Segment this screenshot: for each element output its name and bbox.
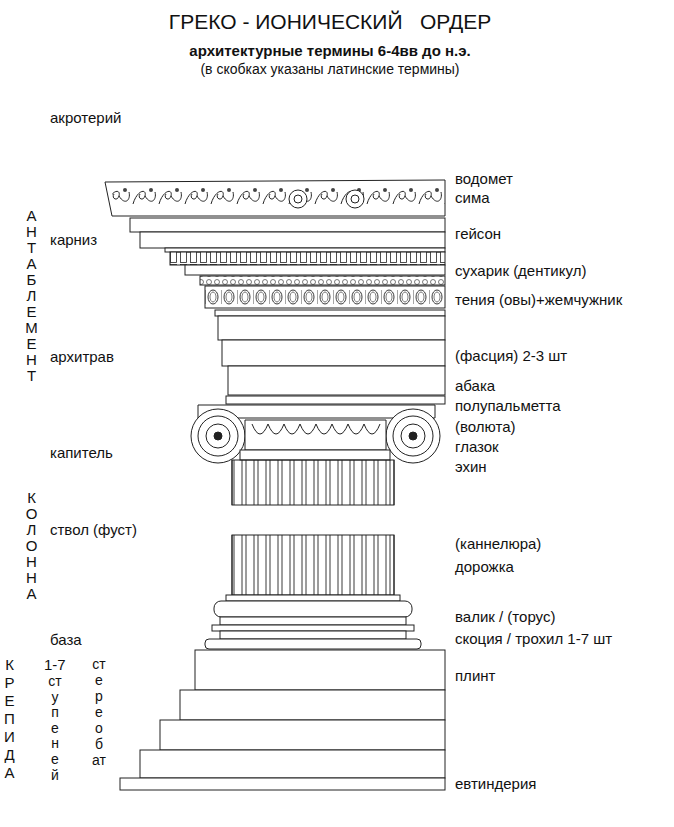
part-name: сима bbox=[455, 189, 490, 207]
part-name: дорожка bbox=[455, 558, 514, 576]
part-name: акротерий bbox=[50, 109, 121, 127]
group-name: КОЛОННА bbox=[24, 490, 39, 602]
count-note: 1-7 bbox=[44, 656, 66, 674]
part-name: гейсон bbox=[455, 225, 501, 243]
subtitle-note: (в скобках указаны латинские термины) bbox=[200, 61, 459, 78]
diagram-title: ГРЕКО - ИОНИЧЕСКИЙ ОРДЕР bbox=[169, 10, 491, 34]
part-name: архитрав bbox=[50, 348, 114, 366]
part-name: (каннелюра) bbox=[455, 535, 541, 553]
part-name: глазок bbox=[455, 438, 499, 456]
part-name: валик / (торус) bbox=[455, 608, 555, 626]
part-name: стереобат bbox=[92, 656, 106, 768]
part-name: скоция / трохил 1-7 шт bbox=[455, 630, 612, 648]
part-name: карниз bbox=[50, 231, 97, 249]
part-name: евтиндерия bbox=[455, 775, 536, 793]
part-name: эхин bbox=[455, 458, 487, 476]
group-name: АНТАБЛЕМЕНТ bbox=[24, 208, 39, 384]
part-name: (фасция) 2-3 шт bbox=[455, 347, 567, 365]
part-name: тения (овы)+жемчужник bbox=[455, 291, 622, 309]
subtitle: архитектурные термины 6-4вв до н.э. bbox=[189, 42, 470, 60]
part-name: (волюта) bbox=[455, 418, 516, 436]
part-name: водомет bbox=[455, 170, 513, 188]
part-name: ствол (фуст) bbox=[50, 521, 137, 539]
part-name: полупальметта bbox=[455, 397, 561, 415]
part-name: абака bbox=[455, 377, 495, 395]
part-name: ступеней bbox=[48, 674, 62, 783]
part-name: сухарик (дентикул) bbox=[455, 262, 586, 280]
part-name: база bbox=[50, 631, 82, 649]
part-name: капитель bbox=[50, 444, 113, 462]
part-name: плинт bbox=[455, 667, 495, 685]
group-name: КРЕПИДА bbox=[2, 656, 17, 782]
